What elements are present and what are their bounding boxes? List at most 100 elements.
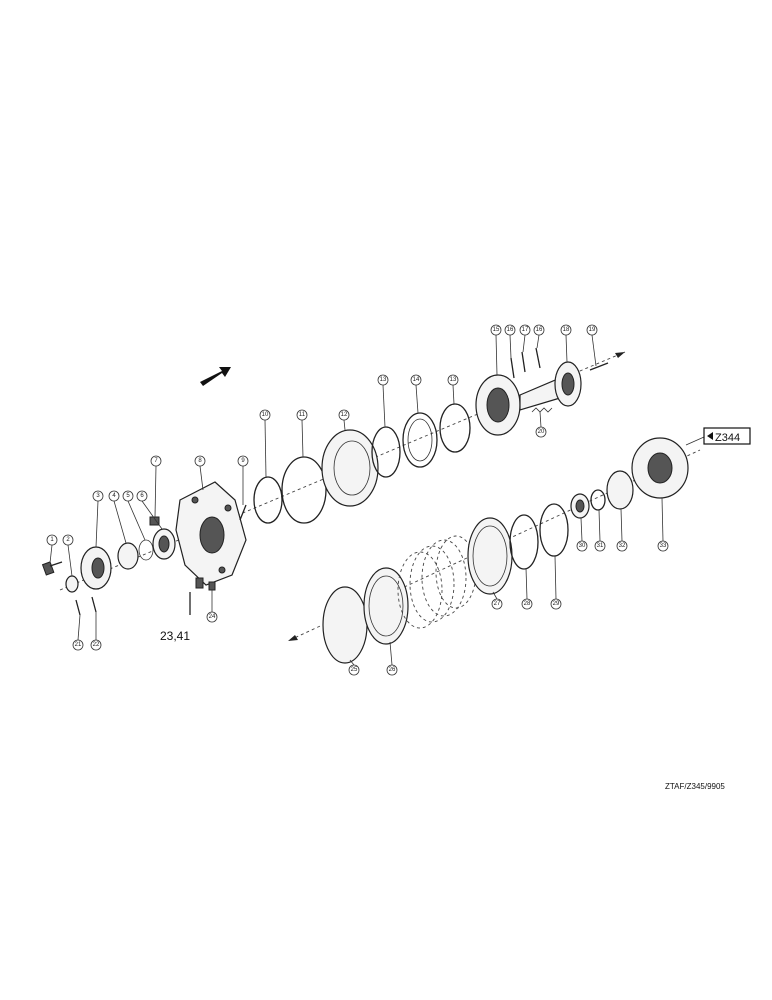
figure-code: ZTAF/Z345/9905 [665, 782, 725, 791]
callout-17: 17 [519, 324, 531, 353]
callout-label: 4 [112, 493, 116, 499]
part-ring-14 [402, 412, 438, 468]
part-seal-4 [117, 542, 139, 570]
part-pins-21-22 [75, 596, 97, 616]
callout-25: 25 [348, 659, 360, 676]
callout-20: 20 [535, 411, 547, 438]
part-spring-20 [531, 407, 553, 413]
callout-label: 26 [389, 667, 396, 673]
callout-label: 25 [351, 667, 358, 673]
part-ring-13a [371, 426, 401, 478]
callout-label: 6 [140, 493, 144, 499]
part-ring-28 [509, 514, 539, 570]
reference-label: Z344 [715, 432, 740, 444]
callout-label: 13 [380, 377, 387, 383]
callout-3: 3 [92, 490, 104, 548]
part-ring-5 [138, 539, 154, 561]
direction-arrow-icon [200, 367, 231, 386]
part-gear-shaft-18 [519, 361, 582, 411]
callout-29: 29 [550, 555, 562, 610]
callout-31: 31 [594, 509, 606, 552]
part-washer-31 [590, 489, 606, 511]
callout-label: 29 [553, 601, 560, 607]
callout-4: 4 [108, 490, 127, 544]
callout-19: 19 [586, 324, 598, 367]
part-pin-19 [589, 362, 609, 371]
callout-label: 10 [262, 412, 269, 418]
callout-2: 2 [62, 534, 74, 577]
callout-label: 5 [126, 493, 130, 499]
part-ring-32 [606, 470, 634, 510]
callout-label: 19 [589, 327, 596, 333]
callout-label: 2 [66, 537, 70, 543]
callout-label: 27 [494, 601, 501, 607]
callout-21: 21 [72, 614, 84, 651]
part-washer-2 [65, 575, 79, 593]
part-disc-25 [322, 586, 368, 664]
callout-6: 6 [136, 490, 163, 530]
part-bolt-1 [41, 561, 63, 576]
callout-33: 33 [657, 497, 669, 552]
callout-label: 16 [507, 327, 514, 333]
callout-label: 32 [619, 543, 626, 549]
part-flange-3 [80, 546, 112, 590]
callout-1: 1 [46, 534, 58, 564]
callout-14: 14 [410, 374, 422, 414]
part-bearing-6 [152, 528, 176, 560]
reference-box: Z344 [685, 427, 751, 446]
part-disc-27 [467, 517, 513, 595]
callout-11: 11 [296, 409, 308, 458]
part-housing-8 [175, 481, 247, 586]
callout-label: 28 [524, 601, 531, 607]
callout-8: 8 [194, 455, 206, 491]
callout-label: 3 [96, 493, 100, 499]
callout-13a: 13 [377, 374, 389, 428]
lower-assembly [288, 437, 701, 664]
callout-label: 33 [660, 543, 667, 549]
part-pin-9 [239, 504, 247, 521]
part-piston-12 [321, 429, 379, 507]
callout-28: 28 [521, 567, 533, 610]
callout-label: 14 [413, 377, 420, 383]
sub-label: 23,41 [160, 629, 190, 643]
part-bolts-24 [189, 577, 216, 615]
part-nut-30 [570, 493, 590, 519]
callout-label: 9 [241, 458, 245, 464]
callout-32: 32 [616, 508, 628, 552]
part-oring-11 [281, 456, 327, 524]
callout-label: 22 [93, 642, 100, 648]
callout-26: 26 [386, 641, 398, 676]
callout-12: 12 [338, 409, 350, 431]
callout-label: 8 [198, 458, 202, 464]
callout-label: 7 [154, 458, 158, 464]
callout-label: 13 [450, 377, 457, 383]
left-triangle-icon [707, 432, 713, 440]
callout-16a: 16 [504, 324, 516, 359]
callouts-upper: 1 2 3 4 5 6 7 8 9 10 11 12 13 14 13 15 1… [46, 324, 598, 651]
callout-13b: 13 [447, 374, 459, 405]
callout-7: 7 [150, 455, 162, 518]
callout-label: 18 [563, 327, 570, 333]
callout-5: 5 [122, 490, 146, 541]
callout-label: 1 [50, 537, 54, 543]
callout-label: 17 [522, 327, 529, 333]
callout-label: 20 [538, 429, 545, 435]
callout-label: 16 [536, 327, 543, 333]
part-ring-13b [439, 403, 471, 453]
part-pins-16-17 [510, 347, 541, 379]
callout-18: 18 [560, 324, 572, 363]
clutch-pack-outline [397, 535, 477, 629]
callout-label: 30 [579, 543, 586, 549]
callout-label: 15 [493, 327, 500, 333]
callout-22: 22 [90, 612, 102, 651]
part-oring-10 [253, 476, 283, 524]
callout-30: 30 [576, 517, 588, 552]
callout-15: 15 [490, 324, 502, 376]
callout-label: 31 [597, 543, 604, 549]
part-ring-29 [539, 503, 569, 557]
callout-label: 24 [209, 614, 216, 620]
callout-label: 21 [75, 642, 82, 648]
callouts-lower: 25 26 27 28 29 30 31 32 33 [348, 497, 669, 676]
callout-24: 24 [206, 590, 218, 623]
